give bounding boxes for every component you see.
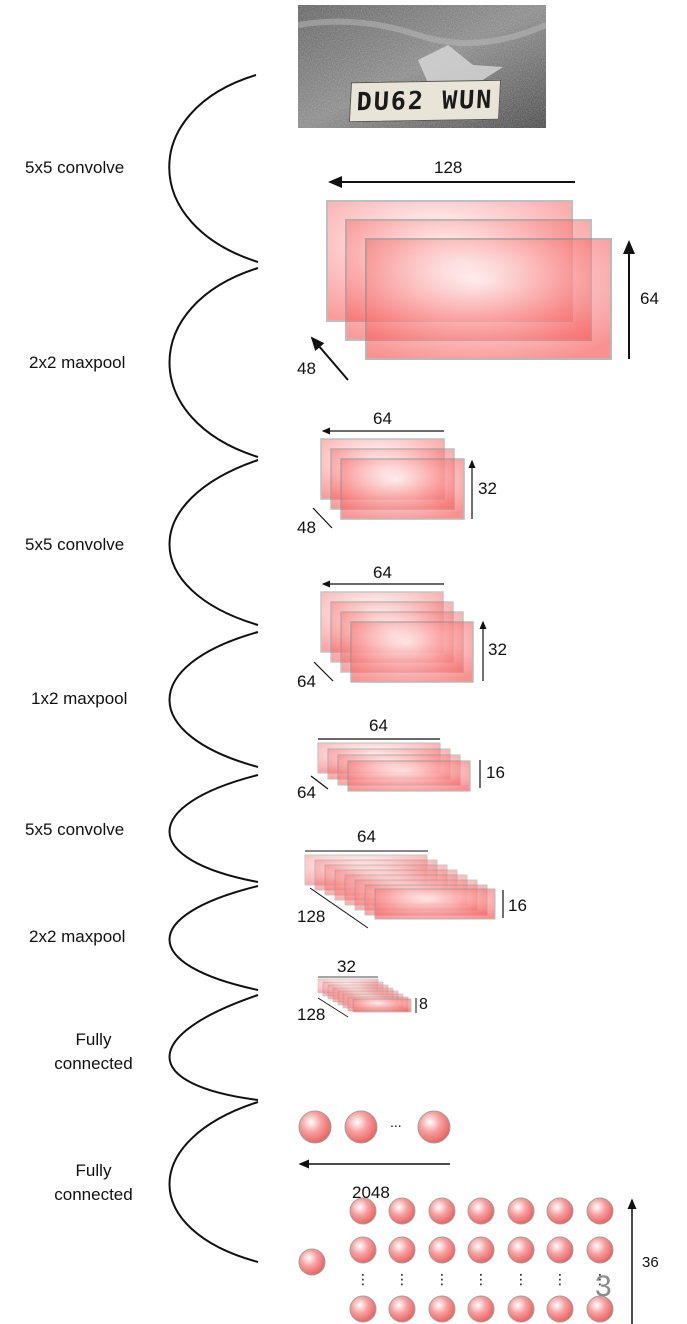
fc2-output-node <box>507 1236 535 1264</box>
depth-arrow-layer-2 <box>312 507 333 529</box>
stage-label-1x2-maxpool: 1x2 maxpool <box>31 689 128 708</box>
layer-3-width-label: 64 <box>373 563 392 582</box>
stage-label-5x5-convolve-1: 5x5 convolve <box>25 158 125 177</box>
feature-map-slice <box>350 621 474 683</box>
depth-arrow-layer-5 <box>309 887 369 929</box>
arc-fully-connected-1 <box>168 994 259 1101</box>
fc2-output-node <box>349 1197 377 1225</box>
arc-2x2-maxpool-2 <box>168 885 259 991</box>
stage-arcs <box>168 74 259 1263</box>
feature-map-layer-1 <box>326 200 612 360</box>
layer-4-depth-label: 64 <box>297 783 316 802</box>
fc2-output-node <box>388 1236 416 1264</box>
layer-5-width-label: 64 <box>357 827 376 846</box>
fc1-nodes <box>298 1110 451 1144</box>
arc-fully-connected-2 <box>168 1101 259 1263</box>
feature-map-slice <box>340 458 465 520</box>
depth-arrow-layer-1 <box>310 336 349 381</box>
layer-2-width-label: 64 <box>373 409 392 428</box>
stage-label-5x5-convolve-3: 5x5 convolve <box>25 820 125 839</box>
layer-6-depth-label: 128 <box>297 1005 326 1024</box>
page-number: 3 <box>595 1270 612 1303</box>
fc2-output-node <box>586 1236 614 1264</box>
feature-map-slice <box>347 760 471 792</box>
stage-label-line: Fully <box>75 1030 112 1049</box>
layer-2-height-label: 32 <box>478 479 497 498</box>
fc2-output-node <box>467 1236 495 1264</box>
fc2-nodes <box>298 1197 614 1323</box>
fc2-output-node <box>507 1295 535 1323</box>
feature-map-slice <box>374 888 496 920</box>
fc1-size-label: 2048 <box>352 1183 390 1202</box>
stage-label-5x5-convolve-2: 5x5 convolve <box>25 535 125 554</box>
feature-map-layer-2 <box>320 438 465 520</box>
depth-arrow-layer-3 <box>313 661 334 682</box>
layer-4-width-label: 64 <box>369 716 388 735</box>
stage-label-fully-connected-2: Fully connected <box>36 1159 151 1207</box>
fc2-vertical-ellipsis: ⋮ <box>356 1272 370 1288</box>
fc1-node <box>344 1110 378 1144</box>
fc2-output-node <box>388 1197 416 1225</box>
stage-label-line: connected <box>54 1185 133 1204</box>
fc2-output-node <box>546 1295 574 1323</box>
fc2-output-node <box>428 1236 456 1264</box>
feature-map-slice <box>352 998 412 1013</box>
fc2-output-node <box>586 1295 614 1323</box>
fc2-input-node <box>298 1248 326 1276</box>
layer-1-width-label: 128 <box>434 158 463 177</box>
fc1-ellipsis: ... <box>390 1114 402 1130</box>
fc2-vertical-ellipsis: ⋮ <box>514 1272 528 1288</box>
feature-map-layer-6 <box>317 978 412 1013</box>
layer-6-width-label: 32 <box>337 957 356 976</box>
fc1-node <box>417 1110 451 1144</box>
layer-3-height-label: 32 <box>488 640 507 659</box>
fc2-vertical-ellipsis: ⋮ <box>553 1272 567 1288</box>
fc1-node <box>298 1110 332 1144</box>
arc-2x2-maxpool-1 <box>168 267 259 458</box>
layer-1-height-label: 64 <box>640 289 659 308</box>
fc2-output-node <box>507 1197 535 1225</box>
fc2-output-node <box>388 1295 416 1323</box>
feature-map-layer-3 <box>320 591 474 683</box>
arc-1x2-maxpool <box>168 631 259 768</box>
depth-arrow-layer-4 <box>310 775 329 790</box>
stage-label-2x2-maxpool-2: 2x2 maxpool <box>29 927 126 946</box>
depth-arrow-layer-6 <box>317 997 349 1018</box>
feature-map-layer-4 <box>317 742 471 792</box>
layer-2-depth-label: 48 <box>297 518 316 537</box>
arc-5x5-convolve-3 <box>168 774 259 883</box>
fc2-output-node <box>428 1197 456 1225</box>
fc2-output-node <box>349 1236 377 1264</box>
stage-label-line: connected <box>54 1054 133 1073</box>
layer-6-height-label: 8 <box>419 996 428 1013</box>
layer-4-height-label: 16 <box>486 763 505 782</box>
fc2-output-node <box>467 1295 495 1323</box>
input-image: DU62 WUN <box>298 5 546 128</box>
fc2-output-node <box>586 1197 614 1225</box>
layer-3-depth-label: 64 <box>297 672 316 691</box>
arc-5x5-convolve-2 <box>168 459 259 626</box>
fc2-output-node <box>546 1236 574 1264</box>
stage-label-fully-connected-1: Fully connected <box>36 1028 151 1076</box>
fc2-size-label: 36 <box>642 1254 659 1271</box>
layer-5-height-label: 16 <box>508 896 527 915</box>
fc2-output-node <box>428 1295 456 1323</box>
stage-label-2x2-maxpool-1: 2x2 maxpool <box>29 353 126 372</box>
fc2-output-node <box>467 1197 495 1225</box>
fc2-vertical-ellipsis: ⋮ <box>474 1272 488 1288</box>
arc-5x5-convolve-1 <box>168 74 259 263</box>
feature-map-slice <box>365 238 612 360</box>
fc2-output-node <box>349 1295 377 1323</box>
layer-1-depth-label: 48 <box>297 359 316 378</box>
fc2-output-node <box>546 1197 574 1225</box>
layer-5-depth-label: 128 <box>297 907 326 926</box>
feature-map-layer-5 <box>304 854 496 920</box>
fc2-vertical-ellipsis: ⋮ <box>593 1272 607 1288</box>
fc2-vertical-ellipsis: ⋮ <box>435 1272 449 1288</box>
input-image-texture <box>298 5 546 128</box>
stage-label-line: Fully <box>75 1161 112 1180</box>
fc2-vertical-ellipsis: ⋮ <box>395 1272 409 1288</box>
